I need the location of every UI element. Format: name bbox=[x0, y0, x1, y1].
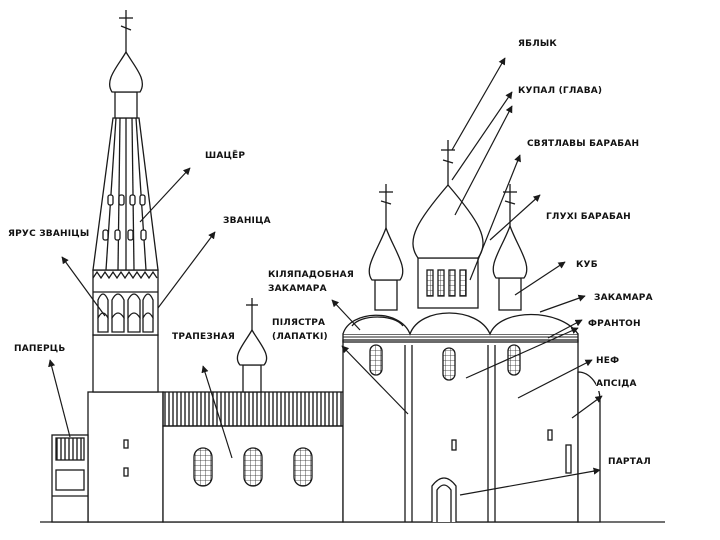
label-svetlavy-baraban: СВЯТЛАВЫ БАРАБАН bbox=[527, 137, 640, 151]
label-partal: ПАРТАЛ bbox=[608, 455, 651, 469]
arrow-franton bbox=[547, 319, 583, 339]
arrow-partal bbox=[459, 467, 601, 496]
arrows bbox=[48, 57, 603, 496]
label-kupal: КУПАЛ (ГЛАВА) bbox=[518, 84, 603, 98]
label-kilapadobnaya-line2: ЗАКАМАРА bbox=[268, 284, 327, 294]
label-paperts: ПАПЕРЦЬ bbox=[14, 342, 66, 356]
label-franton: ФРАНТОН bbox=[588, 317, 641, 331]
apse bbox=[577, 371, 601, 523]
arrow-kilapadobnaya bbox=[331, 299, 361, 331]
label-gluhi-baraban: ГЛУХІ БАРАБАН bbox=[546, 210, 631, 224]
arrow-kupal2 bbox=[454, 105, 513, 216]
label-shatsyor: ШАЦЁР bbox=[205, 149, 246, 163]
label-zvanitsa: ЗВАНІЦА bbox=[223, 214, 271, 228]
label-apsida: АПСІДА bbox=[596, 377, 637, 391]
refectory bbox=[123, 298, 344, 523]
arrow-kub bbox=[514, 261, 566, 296]
arrow-gluhi bbox=[489, 194, 541, 241]
arrow-svetlavy bbox=[469, 154, 521, 281]
label-zakamara: ЗАКАМАРА bbox=[594, 291, 653, 305]
label-nef: НЕФ bbox=[596, 354, 620, 368]
main-church bbox=[342, 140, 601, 523]
arrow-paperts bbox=[48, 359, 71, 438]
arrow-apsida bbox=[571, 395, 603, 419]
arrow-shatsyor bbox=[139, 167, 191, 223]
label-pilyastra-line2: (ЛАПАТКІ) bbox=[272, 332, 328, 342]
label-yarus-zvanitsy: ЯРУС ЗВАНІЦЫ bbox=[8, 227, 90, 241]
building-drawing bbox=[40, 10, 665, 523]
bell-tower bbox=[51, 10, 164, 523]
arrow-franton2 bbox=[465, 327, 579, 379]
arrow-kupal bbox=[451, 91, 513, 181]
label-kilapadobnaya-line1: КІЛЯПАДОБНАЯ bbox=[268, 270, 354, 280]
label-pilyastra: ПІЛЯСТРА (ЛАПАТКІ) bbox=[272, 316, 328, 344]
arrow-pilyastra bbox=[341, 345, 409, 415]
arrow-yablyk bbox=[451, 57, 506, 151]
arrow-zvanitsa bbox=[157, 231, 216, 309]
arrow-yarus bbox=[61, 256, 106, 317]
central-dome bbox=[412, 184, 484, 259]
label-pilyastra-line1: ПІЛЯСТРА bbox=[272, 318, 326, 328]
arrow-nef bbox=[517, 359, 593, 399]
label-kub: КУБ bbox=[576, 258, 598, 272]
arrow-zakamara bbox=[539, 294, 586, 313]
label-kilapadobnaya-zakamara: КІЛЯПАДОБНАЯ ЗАКАМАРА bbox=[268, 268, 354, 296]
label-trapeznaya: ТРАПЕЗНАЯ bbox=[172, 330, 236, 344]
arrow-trapeznaya bbox=[201, 365, 233, 459]
label-yablyk: ЯБЛЫК bbox=[518, 37, 557, 51]
